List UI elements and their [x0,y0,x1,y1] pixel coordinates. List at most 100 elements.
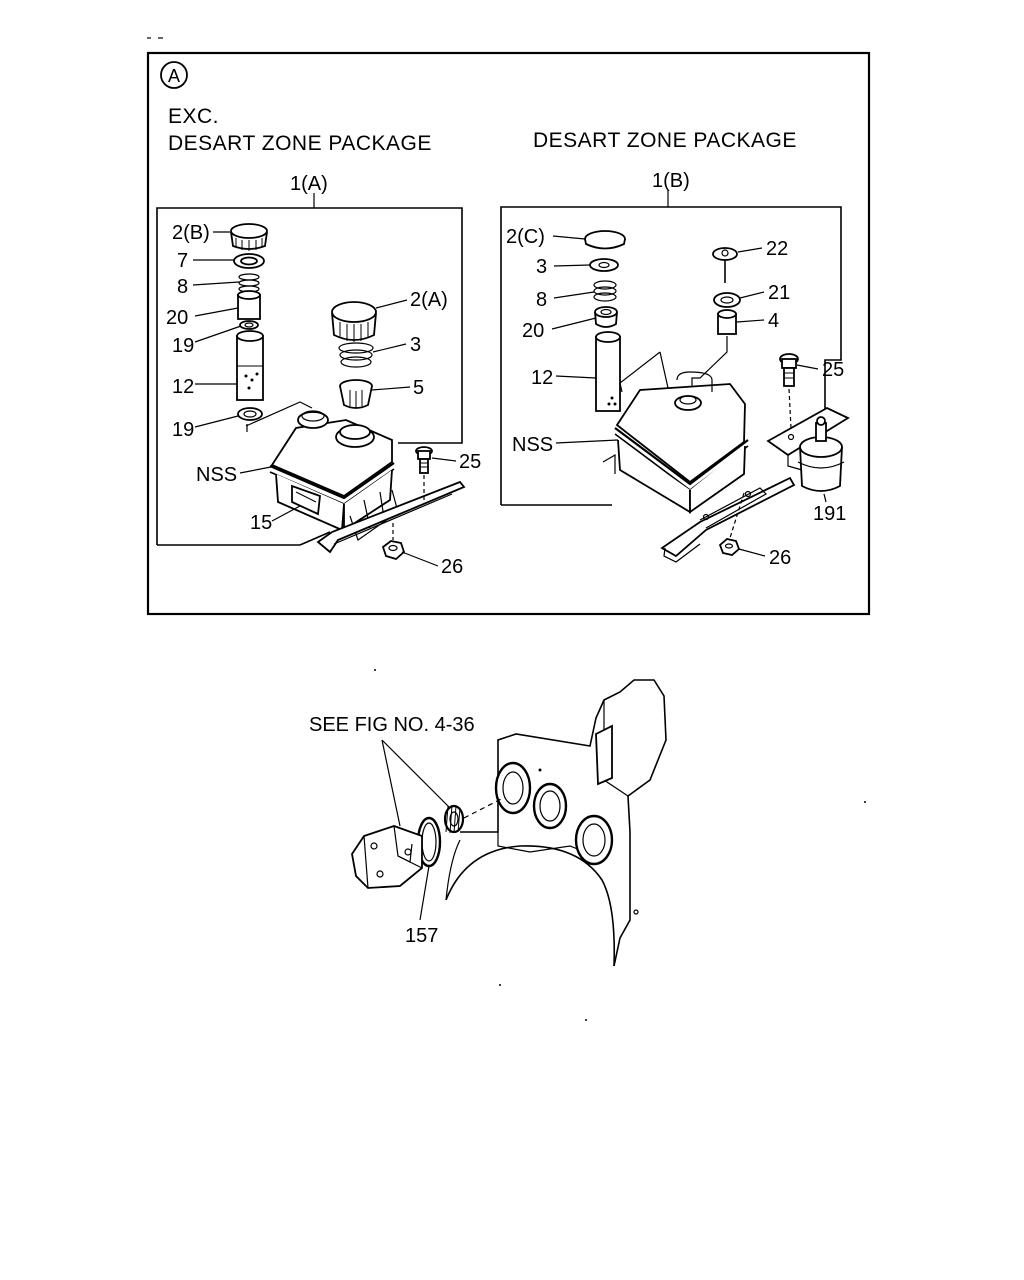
housing-bolt-hole [633,909,639,915]
label-26-right: 26 [769,547,791,569]
label-4: 4 [768,310,779,332]
leader-26-left [401,551,439,567]
label-20-left: 20 [166,307,188,329]
cap-2a [331,301,377,342]
leader-19-bottom [194,415,239,428]
bore-right [574,814,614,866]
spring-8 [238,273,260,293]
label-8-left: 8 [177,276,188,298]
strainer-5 [339,379,373,409]
right-header: DESART ZONE PACKAGE [533,129,797,152]
left-neck-guide [245,401,313,427]
vent-22 [712,247,738,283]
label-7-left: 7 [177,250,188,272]
plate-hole [744,490,752,498]
label-191: 191 [813,503,846,525]
sensor-191 [797,416,845,492]
leader-26-right [738,548,766,557]
leader-3-left [372,343,407,353]
bolt-axis-right [788,388,792,429]
left-header-line1: EXC. [168,105,219,128]
label-12-right: 12 [531,367,553,389]
lower-diagram: SEE FIG NO. 4-36 [309,679,667,967]
label-2c: 2(C) [506,226,545,248]
right-group: DESART ZONE PACKAGE 1(B) [500,129,850,569]
leader-12-right [555,375,597,379]
left-group: EXC. DESART ZONE PACKAGE 1(A) [156,105,481,578]
label-20-right: 20 [522,320,544,342]
reference-leader-pump [381,739,401,827]
right-neck-guide-b [659,351,669,389]
nut-26-right [718,538,741,556]
pump-body [351,825,423,889]
label-8-right: 8 [536,289,547,311]
leader-22 [737,247,763,253]
right-assembly-bracket [500,206,842,505]
housing-tab [595,724,613,786]
nut-axis-right [729,492,745,539]
label-22: 22 [766,238,788,260]
leader-21 [739,291,765,299]
leader-3-right [553,264,591,267]
right-assembly-label: 1(B) [652,170,690,192]
tube-12 [236,330,264,401]
sleeve-20 [237,290,261,320]
stray-dot [499,984,501,986]
leader-25-right [796,364,819,370]
label-nss-left: NSS [196,464,237,486]
ring-7 [233,253,265,269]
panel-marker: A [160,61,188,89]
plate-edge-left [333,493,453,545]
label-25-right: 25 [822,359,844,381]
label-12-left: 12 [172,376,194,398]
bore-middle [532,782,568,830]
leader-nss-left [239,465,277,474]
leader-20-right [551,317,597,330]
drive-gear [443,804,465,834]
hose-line [691,336,728,398]
stray-dot [864,801,866,803]
shaft-axis [463,796,506,819]
bolt-25-left [415,446,433,474]
cap-2c [584,230,626,250]
label-3-left: 3 [410,334,421,356]
label-nss-right: NSS [512,434,553,456]
left-bracket-bottom-tail [299,531,331,546]
stray-dot [585,1019,587,1021]
mounting-plate-left [316,480,466,554]
washer-21 [713,292,741,308]
sensor-bracket-lip [787,455,803,471]
housing-bolt-hole [538,768,542,772]
plate-lip [663,543,701,563]
tube-12-right [595,331,621,412]
plate-hole [702,513,710,521]
cap-2b [230,223,268,251]
bolt-25-right [779,353,799,387]
reference-leader-gear [381,739,453,811]
leader-nss-right [555,439,619,444]
leader-25-left [431,457,457,462]
label-2b: 2(B) [172,222,210,244]
washer-19-top [239,320,259,330]
leader-4 [736,319,765,323]
sleeve-20-right [594,306,618,328]
left-assembly-label: 1(A) [290,173,328,195]
label-19-top: 19 [172,335,194,357]
see-fig-reference: SEE FIG NO. 4-36 [309,714,475,736]
leader-15 [271,505,301,522]
housing-plate-outline [460,679,667,967]
leader-8-left [192,281,240,286]
tank-right [602,371,749,514]
plate-slot-right [699,487,767,529]
label-157: 157 [405,925,438,947]
sensor-bracket [766,406,850,457]
leader-2c [552,235,586,240]
leader-19-top [194,325,242,343]
leader-5 [371,386,411,391]
bore-left [494,761,532,815]
label-19-bottom: 19 [172,419,194,441]
spring-8-right [593,280,617,302]
leader-20-left [194,307,239,317]
